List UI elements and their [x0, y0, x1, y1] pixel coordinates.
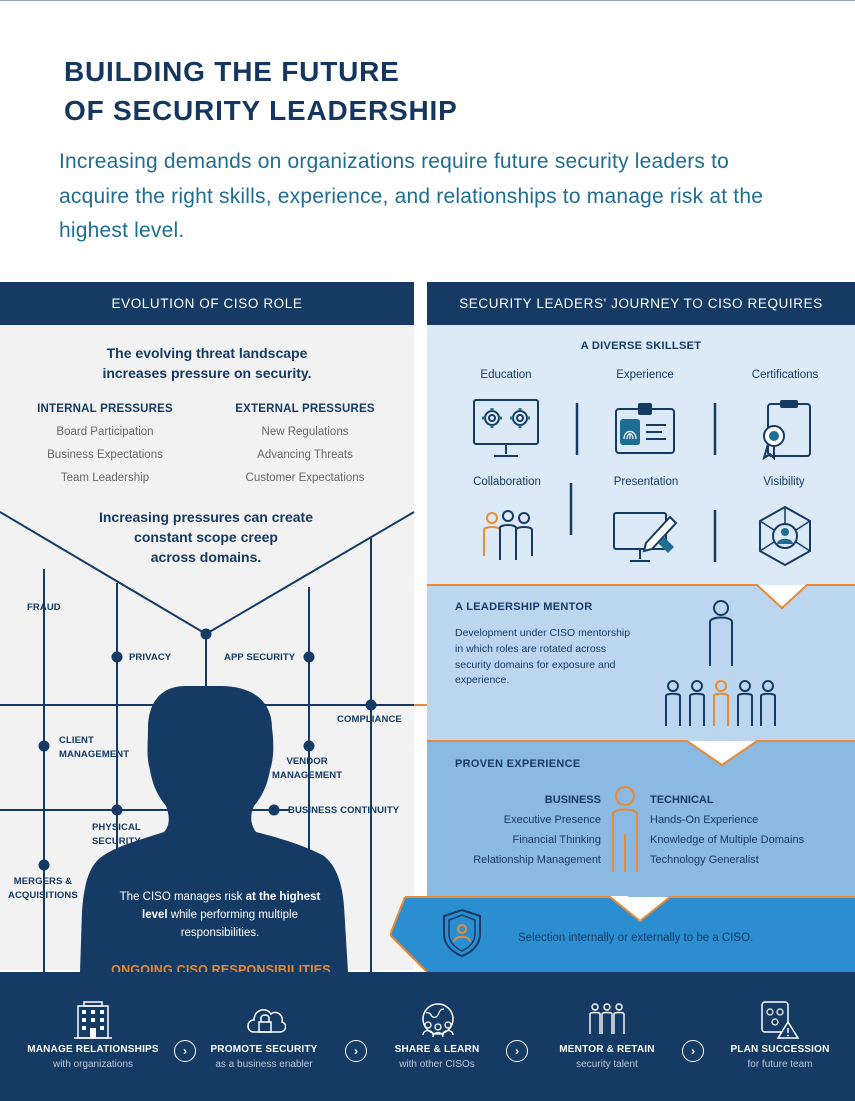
chevron-right-icon: ›: [174, 1040, 196, 1062]
team-icon: [589, 1003, 625, 1034]
page-title: BUILDING THE FUTURE OF SECURITY LEADERSH…: [64, 56, 458, 126]
step-mentor-retain: MENTOR & RETAIN security talent: [559, 1044, 655, 1070]
step-manage-relationships: MANAGE RELATIONSHIPS with organizations: [27, 1044, 159, 1070]
chevron-right-icon: ›: [506, 1040, 528, 1062]
scope-creep-text: Increasing pressures can create constant…: [98, 509, 313, 565]
shield-user-icon: [443, 908, 481, 958]
business-item: Financial Thinking: [512, 834, 601, 846]
person-icon: [612, 786, 638, 872]
technical-item: Technology Generalist: [650, 854, 759, 866]
mentor-heading: A LEADERSHIP MENTOR: [455, 601, 593, 613]
ciso-description: The CISO manages risk at the highest lev…: [119, 891, 321, 939]
certificate-icon: [762, 400, 811, 460]
external-pressures: EXTERNAL PRESSURES New Regulations Advan…: [215, 403, 395, 490]
technical-item: Hands-On Experience: [650, 814, 759, 826]
mentor-people-icon: [665, 600, 776, 726]
threat-landscape-text: The evolving threat landscape increases …: [102, 345, 312, 381]
succession-icon: [761, 1001, 800, 1039]
domain-business-continuity: BUSINESS CONTINUITY: [288, 805, 400, 816]
domain-physical-security: PHYSICAL SECURITY: [92, 822, 141, 847]
step-share-learn: SHARE & LEARN with other CISOs: [394, 1044, 480, 1070]
selection-text: Selection internally or externally to be…: [518, 932, 754, 944]
ciso-evolution-heading: EVOLUTION OF CISO ROLE: [0, 282, 414, 325]
internal-pressures-heading: INTERNAL PRESSURES: [37, 403, 173, 415]
top-divider: [0, 0, 855, 1]
external-pressure-item: Customer Expectations: [245, 472, 365, 484]
skill-experience: Experience: [616, 369, 674, 381]
proven-experience-heading: PROVEN EXPERIENCE: [455, 758, 581, 770]
responsibilities-bar: [0, 972, 855, 1101]
domain-vendor-management: VENDOR MANAGEMENT: [272, 756, 343, 781]
step-promote-security: PROMOTE SECURITY as a business enabler: [210, 1044, 318, 1070]
internal-pressure-item: Board Participation: [56, 426, 154, 438]
internal-pressures: INTERNAL PRESSURES Board Participation B…: [20, 403, 190, 490]
technical-heading: TECHNICAL: [650, 794, 714, 806]
building-icon: [74, 1001, 112, 1039]
domain-privacy: PRIVACY: [129, 652, 172, 663]
technical-item: Knowledge of Multiple Domains: [650, 834, 805, 846]
domain-fraud: FRAUD: [27, 602, 61, 613]
domain-client-management: CLIENT MANAGEMENT: [59, 735, 130, 760]
domain-compliance: COMPLIANCE: [337, 714, 402, 725]
team-collaboration-icon: [483, 510, 533, 560]
education-icon: [473, 399, 539, 457]
skill-presentation: Presentation: [613, 476, 679, 488]
domain-mergers-acquisitions: MERGERS & ACQUISITIONS: [8, 876, 78, 901]
external-pressure-item: New Regulations: [261, 426, 349, 438]
id-badge-icon: [615, 403, 675, 454]
skill-dividers: [569, 403, 717, 562]
external-pressure-item: Advancing Threats: [257, 449, 353, 461]
selection-banner: [390, 896, 855, 972]
business-item: Executive Presence: [503, 814, 601, 826]
chevron-right-icon: ›: [345, 1040, 367, 1062]
domain-app-security: APP SECURITY: [224, 652, 296, 663]
step-plan-succession: PLAN SUCCESSION for future team: [730, 1044, 830, 1070]
skill-visibility: Visibility: [763, 476, 805, 488]
internal-pressure-item: Business Expectations: [47, 449, 163, 461]
skill-education: Education: [480, 369, 532, 381]
skill-certifications: Certifications: [751, 369, 819, 381]
business-item: Relationship Management: [473, 854, 601, 866]
presentation-icon: [613, 512, 678, 562]
business-skills: BUSINESS Executive Presence Financial Th…: [440, 790, 601, 870]
chevron-right-icon: ›: [682, 1040, 704, 1062]
skill-collaboration: Collaboration: [473, 476, 541, 488]
ciso-silhouette-icon: [80, 686, 348, 972]
mentor-description: Development under CISO mentorship in whi…: [455, 627, 631, 687]
internal-pressure-item: Team Leadership: [60, 472, 150, 484]
business-heading: BUSINESS: [544, 794, 601, 806]
page-subtitle: Increasing demands on organizations requ…: [59, 150, 764, 242]
cloud-lock-icon: [247, 1009, 286, 1033]
network-visibility-icon: [759, 505, 811, 567]
technical-skills: TECHNICAL Hands-On Experience Knowledge …: [650, 790, 850, 870]
skillset-heading: A DIVERSE SKILLSET: [580, 340, 702, 352]
journey-heading: SECURITY LEADERS' JOURNEY TO CISO REQUIR…: [427, 282, 855, 325]
external-pressures-heading: EXTERNAL PRESSURES: [235, 403, 375, 415]
globe-people-icon: [422, 1003, 454, 1038]
